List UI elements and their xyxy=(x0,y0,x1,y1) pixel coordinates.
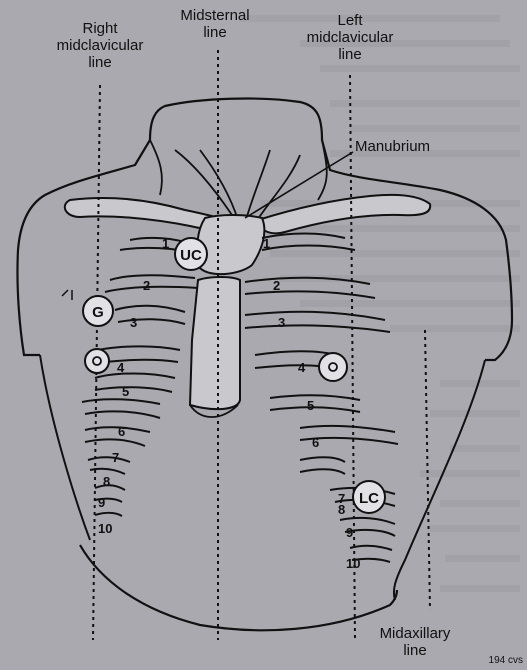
rib-number-right-2: 2 xyxy=(143,278,150,293)
right-midclavicular-label: Right midclavicular line xyxy=(40,20,160,71)
left-rib-numbers: 1 2 3 4 5 6 7 8 9 10 xyxy=(263,236,360,571)
rib-number-right-3: 3 xyxy=(130,315,137,330)
right-rib-numbers: 1 2 3 4 5 6 7 8 9 10 xyxy=(98,236,169,536)
rib-number-right-10: 10 xyxy=(98,521,112,536)
rib-number-left-9: 9 xyxy=(346,525,353,540)
rib-number-right-5: 5 xyxy=(122,384,129,399)
rib-number-left-2: 2 xyxy=(273,278,280,293)
electrode-lc-label: LC xyxy=(359,490,379,507)
rib-number-right-1: 1 xyxy=(162,236,169,251)
rib-number-right-9: 9 xyxy=(98,495,105,510)
manubrium-label: Manubrium xyxy=(355,138,465,155)
rib-number-left-5: 5 xyxy=(307,398,314,413)
rib-number-right-4: 4 xyxy=(117,360,125,375)
midaxillary-label: Midaxillary line xyxy=(355,625,475,659)
rib-number-left-10: 10 xyxy=(346,556,360,571)
electrode-uc-label: UC xyxy=(180,247,202,264)
rib-number-right-8: 8 xyxy=(103,474,110,489)
figure-code: 194 cvs xyxy=(468,655,523,667)
electrode-left-small xyxy=(319,353,347,381)
rib-number-right-6: 6 xyxy=(118,424,125,439)
rib-number-left-8: 8 xyxy=(338,502,345,517)
sternum-body xyxy=(190,277,240,409)
electrode-right-small xyxy=(85,349,109,373)
midsternal-label: Midsternal line xyxy=(160,7,270,41)
rib-number-left-1: 1 xyxy=(263,236,270,251)
rib-number-left-4: 4 xyxy=(298,360,306,375)
left-midclavicular-label: Left midclavicular line xyxy=(285,12,415,63)
right-arm-line xyxy=(394,360,485,600)
g-marker-tick xyxy=(62,290,72,300)
manubrium xyxy=(197,215,264,274)
rib-number-left-6: 6 xyxy=(312,435,319,450)
rib-number-right-7: 7 xyxy=(112,450,119,465)
electrode-g-label: G xyxy=(92,304,104,321)
left-arm-line xyxy=(40,355,90,540)
right-ribs xyxy=(82,238,198,516)
rib-number-left-3: 3 xyxy=(278,315,285,330)
